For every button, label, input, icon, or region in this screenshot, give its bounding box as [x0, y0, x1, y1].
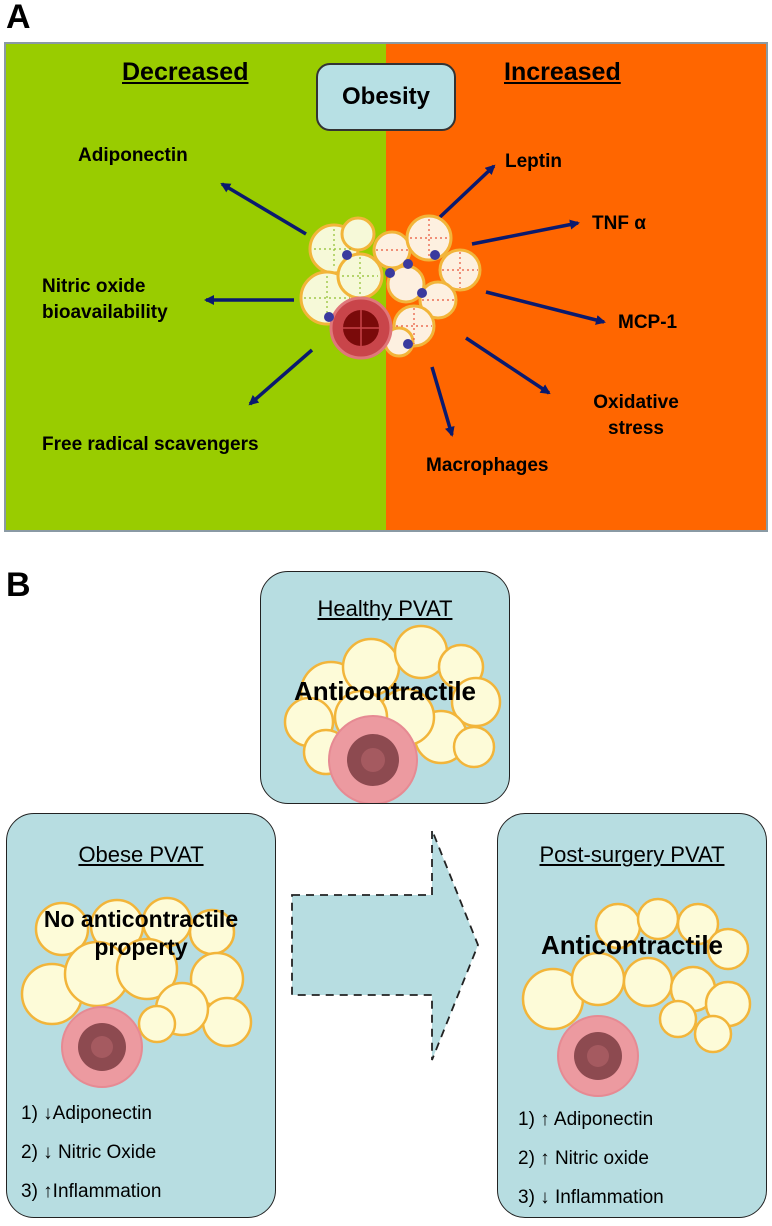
label-macrophages: Macrophages	[426, 455, 549, 476]
post-surgery-adipose-graphic	[521, 897, 752, 1097]
decreased-heading: Decreased	[122, 58, 249, 86]
arrow-tnf	[471, 219, 580, 246]
obese-item-inflammation: 3) ↑Inflammation	[21, 1181, 162, 1202]
post-item-nitric-oxide: 2) ↑ Nitric oxide	[518, 1148, 649, 1169]
panel-a-letter: A	[6, 0, 31, 36]
obese-pvat-list: 1) ↓Adiponectin 2) ↓ Nitric Oxide 3) ↑In…	[21, 1094, 161, 1211]
obese-item-adiponectin: 1) ↓Adiponectin	[21, 1103, 152, 1124]
panel-a: Decreased Increased Obesity Adiponectin …	[4, 42, 768, 532]
obese-item-nitric-oxide: 2) ↓ Nitric Oxide	[21, 1142, 157, 1163]
post-surgery-pvat-label: Anticontractile	[540, 930, 724, 960]
arrow-leptin	[438, 164, 496, 219]
obese-pvat-title: Obese PVAT	[78, 842, 204, 867]
obese-pvat-label-line2: property	[94, 934, 188, 960]
obesity-label: Obesity	[341, 83, 431, 110]
obese-pvat-box: Obese PVAT No anticontractile property 1…	[6, 813, 276, 1218]
arrow-mcp1	[485, 290, 606, 325]
label-tnf: TNF α	[592, 213, 646, 234]
arrow-macrophages	[430, 366, 455, 437]
obese-pvat-label-line1: No anticontractile	[43, 906, 239, 932]
label-leptin: Leptin	[505, 151, 562, 172]
obese-adipose-graphic	[20, 896, 253, 1088]
arrow-oxidative	[465, 336, 551, 395]
healthy-adipose-graphic	[283, 624, 502, 803]
arrow-free-radical	[248, 348, 314, 406]
label-adiponectin: Adiponectin	[78, 145, 188, 166]
label-nitric-oxide: Nitric oxide bioavailability	[42, 276, 168, 323]
panel-a-border	[4, 42, 768, 532]
arrow-adiponectin	[220, 182, 307, 236]
label-oxidative: Oxidative stress	[593, 392, 679, 439]
transition-arrow	[291, 829, 479, 1061]
arrows	[204, 164, 606, 437]
post-item-adiponectin: 1) ↑ Adiponectin	[518, 1109, 654, 1130]
panel-b-letter: B	[6, 566, 31, 604]
healthy-pvat-title: Healthy PVAT	[317, 596, 453, 621]
healthy-pvat-label: Anticontractile	[293, 676, 477, 706]
increased-heading: Increased	[504, 58, 621, 86]
label-mcp1: MCP-1	[618, 312, 678, 333]
post-item-inflammation: 3) ↓ Inflammation	[518, 1187, 664, 1208]
post-surgery-pvat-box: Post-surgery PVAT Anticontractile 1) ↑ A…	[497, 813, 767, 1218]
healthy-pvat-box: Healthy PVAT Anticontractile	[260, 571, 510, 804]
label-free-radical: Free radical scavengers	[42, 434, 259, 455]
adipose-cluster	[299, 214, 482, 360]
obesity-box: Obesity	[316, 63, 456, 131]
post-surgery-pvat-title: Post-surgery PVAT	[539, 842, 725, 867]
post-surgery-pvat-list: 1) ↑ Adiponectin 2) ↑ Nitric oxide 3) ↓ …	[518, 1100, 664, 1217]
